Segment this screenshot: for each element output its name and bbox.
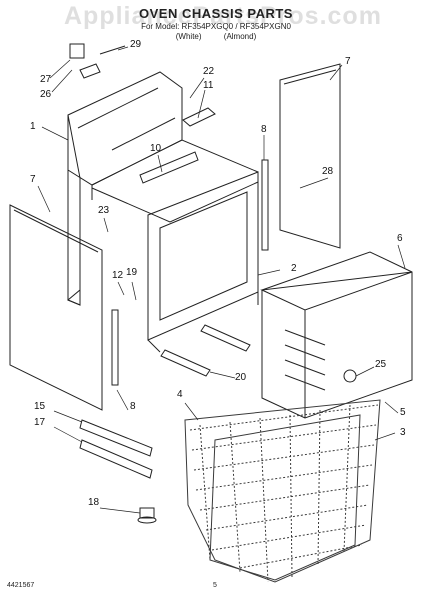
doc-number: 4421567 xyxy=(7,582,35,589)
callout-26: 26 xyxy=(40,89,52,100)
callout-3: 3 xyxy=(400,427,406,438)
callout-8-upper: 8 xyxy=(261,124,267,135)
callout-12: 12 xyxy=(112,270,124,281)
vertical-strips xyxy=(111,159,269,386)
rack-supports xyxy=(260,251,413,419)
callout-10: 10 xyxy=(150,143,162,154)
variant-white: (White) xyxy=(175,32,202,41)
callout-4: 4 xyxy=(177,389,183,400)
callout-19: 19 xyxy=(126,267,138,278)
callout-1: 1 xyxy=(30,121,36,132)
callout-17: 17 xyxy=(34,417,46,428)
page-number: 5 xyxy=(213,582,217,589)
callout-23: 23 xyxy=(98,205,110,216)
callout-2: 2 xyxy=(291,263,297,274)
callout-25: 25 xyxy=(375,359,387,370)
callout-22: 22 xyxy=(203,66,215,77)
side-panel-right xyxy=(279,63,341,249)
callout-15: 15 xyxy=(34,401,46,412)
rails xyxy=(79,419,153,479)
leader-lines xyxy=(37,46,406,514)
watermark: AppliancePartsPros.com xyxy=(64,2,382,30)
brackets-20 xyxy=(160,324,251,377)
callout-5: 5 xyxy=(400,407,406,418)
insulation-blanket xyxy=(184,399,381,583)
side-panel-left xyxy=(9,204,103,411)
leveler-foot xyxy=(137,507,157,524)
callout-8-lower: 8 xyxy=(130,401,136,412)
model-line: For Model: RF354PXGQ0 / RF354PXGN0 xyxy=(141,22,291,31)
callout-18: 18 xyxy=(88,497,100,508)
callout-7-right: 7 xyxy=(345,56,351,67)
callout-6: 6 xyxy=(397,233,403,244)
variant-line: (White) (Almond) xyxy=(0,32,432,41)
callout-11: 11 xyxy=(203,80,214,91)
callout-7-left: 7 xyxy=(30,174,36,185)
callout-29: 29 xyxy=(130,39,142,50)
diagram-title: OVEN CHASSIS PARTS xyxy=(139,6,293,21)
chassis-frame xyxy=(67,71,259,353)
variant-almond: (Almond) xyxy=(223,32,257,41)
small-parts-top xyxy=(69,43,126,79)
callout-28: 28 xyxy=(322,166,334,177)
callout-20: 20 xyxy=(235,372,247,383)
callout-27: 27 xyxy=(40,74,52,85)
